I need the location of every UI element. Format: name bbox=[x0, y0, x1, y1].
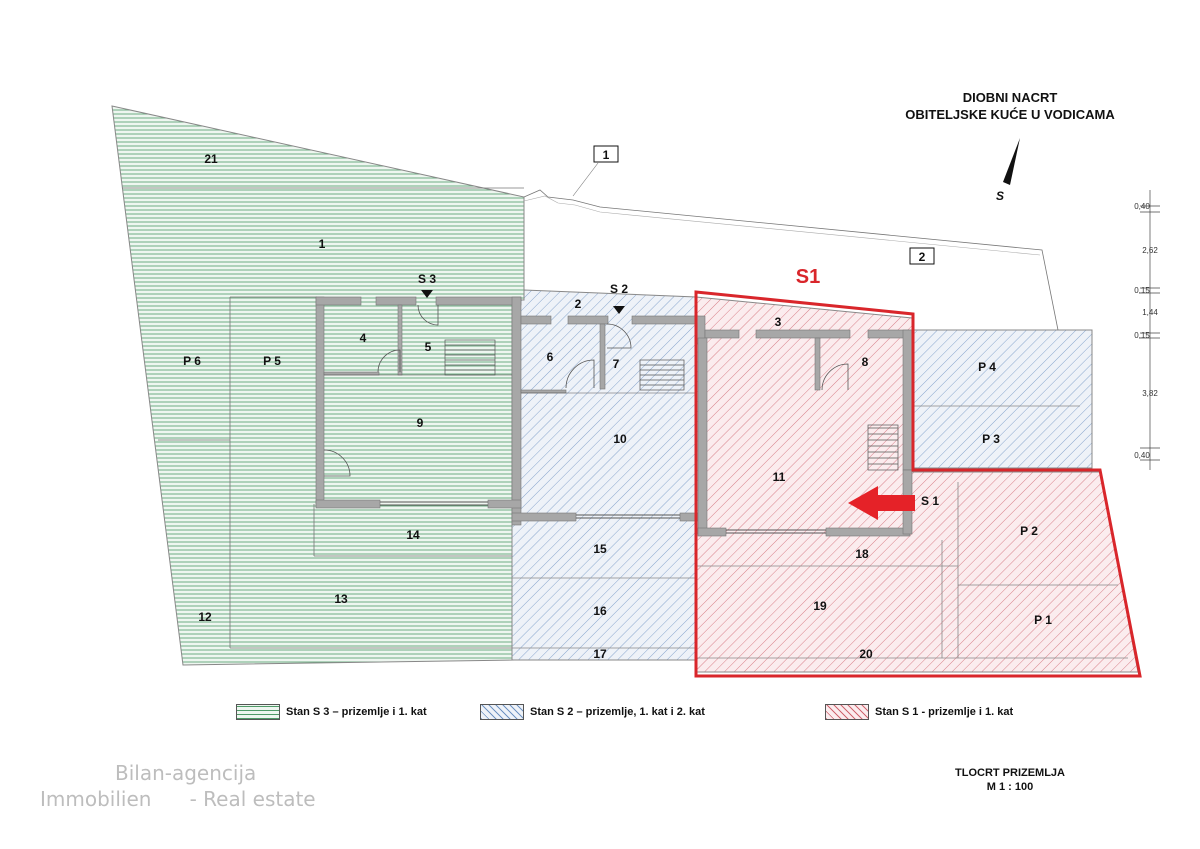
room-2: 2 bbox=[575, 297, 582, 311]
watermark: Bilan-agencija Immobilien - Real estate bbox=[40, 760, 316, 812]
courtyard bbox=[523, 162, 1059, 331]
room-labels: 21 1 2 3 4 5 6 7 8 9 10 11 12 13 14 15 1… bbox=[183, 152, 1052, 661]
room-4: 4 bbox=[360, 331, 367, 345]
room-15: 15 bbox=[593, 542, 607, 556]
doors bbox=[323, 304, 849, 477]
legend-swatch-s2 bbox=[480, 704, 524, 720]
windows bbox=[324, 374, 826, 534]
north-label: S bbox=[996, 189, 1004, 203]
legend-swatch-s1 bbox=[825, 704, 869, 720]
room-16: 16 bbox=[593, 604, 607, 618]
room-19: 19 bbox=[813, 599, 827, 613]
legend-item-s1: Stan S 1 - prizemlje i 1. kat bbox=[825, 704, 1013, 720]
room-14: 14 bbox=[406, 528, 420, 542]
room-8: 8 bbox=[862, 355, 869, 369]
marker-2: 2 bbox=[919, 250, 926, 264]
room-p2: P 2 bbox=[1020, 524, 1038, 538]
room-7: 7 bbox=[613, 357, 620, 371]
plan-title-line2: OBITELJSKE KUĆE U VODICAMA bbox=[905, 107, 1115, 122]
building-walls bbox=[315, 296, 913, 537]
stairs bbox=[444, 339, 899, 471]
entrance-s1-label: S 1 bbox=[921, 494, 939, 508]
dim-2: 2,62 bbox=[1142, 246, 1158, 255]
room-10: 10 bbox=[613, 432, 627, 446]
entrance-s2-label: S 2 bbox=[610, 282, 628, 296]
marker-2-box bbox=[909, 247, 935, 265]
legend-label-s1: Stan S 1 - prizemlje i 1. kat bbox=[875, 706, 1014, 718]
room-13: 13 bbox=[334, 592, 348, 606]
room-5: 5 bbox=[425, 340, 432, 354]
entrance-s2-icon bbox=[613, 306, 625, 314]
zone-s2 bbox=[511, 289, 1093, 661]
entrance-s3-label: S 3 bbox=[418, 272, 436, 286]
room-21: 21 bbox=[204, 152, 218, 166]
dim-3: 0,15 bbox=[1134, 286, 1150, 295]
dim-7: 0,40 bbox=[1134, 451, 1150, 460]
s1-boundary bbox=[694, 290, 1142, 678]
plan-footer-line2: M 1 : 100 bbox=[986, 781, 1034, 793]
watermark-line1: Bilan-agencija bbox=[115, 761, 257, 785]
watermark-line2: Immobilien - Real estate bbox=[40, 787, 316, 811]
room-p5: P 5 bbox=[263, 354, 281, 368]
room-1: 1 bbox=[319, 237, 326, 251]
room-9: 9 bbox=[417, 416, 424, 430]
entrance-s3-icon bbox=[421, 290, 433, 298]
room-17: 17 bbox=[593, 647, 607, 661]
marker-1: 1 bbox=[603, 148, 610, 162]
plan-footer-line1: TLOCRT PRIZEMLJA bbox=[955, 767, 1065, 779]
room-6: 6 bbox=[547, 350, 554, 364]
room-11: 11 bbox=[773, 470, 786, 484]
dim-1: 0,40 bbox=[1134, 202, 1150, 211]
dim-5: 0,15 bbox=[1134, 331, 1150, 340]
room-18: 18 bbox=[855, 547, 869, 561]
room-p1: P 1 bbox=[1034, 613, 1052, 627]
legend-swatch-s3 bbox=[236, 704, 280, 720]
dimension-chain: 0,40 2,62 0,15 1,44 0,15 3,82 0,40 bbox=[1134, 190, 1160, 470]
room-12: 12 bbox=[198, 610, 212, 624]
legend-item-s3: Stan S 3 – prizemlje i 1. kat bbox=[236, 704, 427, 720]
dim-6: 3,82 bbox=[1142, 389, 1158, 398]
legend-label-s3: Stan S 3 – prizemlje i 1. kat bbox=[286, 706, 427, 718]
legend-item-s2: Stan S 2 – prizemlje, 1. kat i 2. kat bbox=[480, 704, 705, 720]
north-arrow-icon bbox=[1003, 138, 1020, 185]
marker-1-box bbox=[593, 145, 619, 163]
plan-title: DIOBNI NACRT OBITELJSKE KUĆE U VODICAMA bbox=[870, 89, 1150, 123]
legend-label-s2: Stan S 2 – prizemlje, 1. kat i 2. kat bbox=[530, 706, 705, 718]
dim-4: 1,44 bbox=[1142, 308, 1158, 317]
plan-title-line1: DIOBNI NACRT bbox=[962, 90, 1058, 105]
plan-footer: TLOCRT PRIZEMLJA M 1 : 100 bbox=[930, 766, 1090, 794]
room-p4: P 4 bbox=[978, 360, 996, 374]
s1-label: S1 bbox=[796, 266, 820, 288]
room-20: 20 bbox=[859, 647, 873, 661]
entrance-arrow-icon bbox=[848, 486, 915, 520]
room-p6: P 6 bbox=[183, 354, 201, 368]
room-3: 3 bbox=[775, 315, 782, 329]
room-p3: P 3 bbox=[982, 432, 1000, 446]
